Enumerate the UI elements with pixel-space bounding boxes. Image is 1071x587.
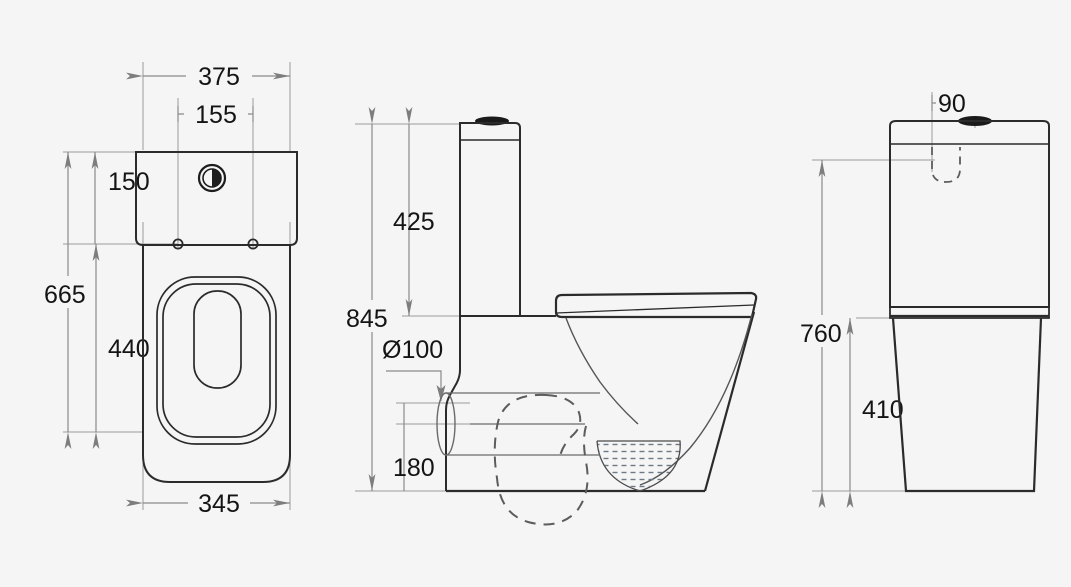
dimension-375-label: 375 [198, 63, 240, 91]
fixing-hole-left [172, 238, 184, 250]
dimension-155: 155 [177, 98, 254, 129]
seat-rim-inner-line [555, 304, 755, 314]
dimension-665: 665 [42, 152, 98, 449]
concealed-trap-dashed [493, 393, 589, 526]
dimension-150-label: 150 [108, 168, 150, 196]
dimension-180: 180 [393, 403, 435, 491]
fixing-hole-right [247, 238, 259, 250]
rear-view: 90 760 410 [798, 87, 1050, 508]
toilet-seat-rim [554, 291, 758, 319]
dimension-90-label: 90 [938, 90, 966, 118]
dimension-845-label: 845 [346, 305, 388, 333]
front-view: 375 155 150 665 [42, 60, 298, 518]
dimension-410-label: 410 [862, 396, 904, 424]
dimension-845-text-bg [344, 300, 402, 332]
dimension-d100-label: Ø100 [382, 336, 443, 364]
water-fill [597, 441, 681, 490]
seat-outer-outline [156, 276, 277, 445]
dimension-345: 345 [126, 488, 290, 518]
dimension-155-text-bg [184, 98, 248, 128]
cistern-rear-outline [889, 120, 1050, 308]
dimension-760: 760 [798, 160, 856, 508]
dimension-410: 410 [846, 318, 904, 508]
pan-rear-outline [891, 317, 1043, 493]
dimension-diameter-100: Ø100 [382, 336, 446, 402]
flush-button-icon [197, 163, 227, 193]
dimension-760-text-bg [798, 315, 856, 347]
dimension-845: 845 [344, 107, 402, 491]
dimension-665-label: 665 [44, 281, 86, 309]
side-view: 425 845 180 Ø100 [344, 107, 758, 526]
cistern-base-band [889, 306, 1050, 319]
dimension-665-text-bg [42, 276, 98, 308]
cistern-side-outline [459, 122, 521, 317]
dimension-150: 150 [91, 152, 150, 244]
dimension-425-label: 425 [393, 208, 435, 236]
dimension-155-label: 155 [195, 101, 237, 129]
dimension-425: 425 [393, 107, 435, 316]
water-outline [596, 440, 681, 492]
bowl-aperture-outline [193, 290, 242, 389]
dimension-90-text-bg [936, 87, 980, 117]
dimension-375-text-bg [186, 60, 252, 90]
dimension-d100-arrow [436, 385, 446, 402]
seat-inner-outline [162, 283, 271, 438]
dimension-760-label: 760 [800, 320, 842, 348]
dimension-375: 375 [126, 60, 290, 91]
dimension-345-text-bg [188, 488, 250, 518]
inlet-valve-dashed [931, 147, 961, 183]
pan-front-outline [142, 245, 291, 483]
dimension-180-label: 180 [393, 454, 435, 482]
dimension-90: 90 [931, 87, 980, 118]
dimension-d100-leader [386, 370, 442, 393]
bowl-outer-wall [703, 311, 756, 492]
bowl-inner-left-curve [565, 317, 639, 425]
pan-rear-profile [445, 316, 461, 491]
flush-button-side [475, 116, 509, 126]
dimension-345-label: 345 [198, 490, 240, 518]
waste-outlet-pipe [436, 392, 600, 456]
